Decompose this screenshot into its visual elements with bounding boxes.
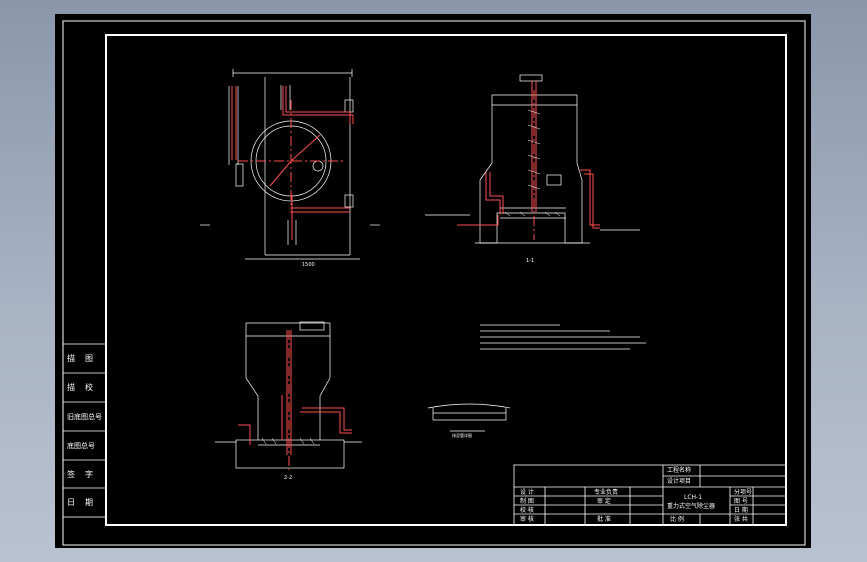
plan-dimension: 1500 — [302, 262, 315, 268]
inner-frame — [105, 34, 787, 526]
tb-design-item: 设计项目 — [667, 478, 692, 485]
section-label-1: 1-1 — [526, 258, 534, 264]
section-view-pipes — [238, 330, 352, 470]
elevation-hatch — [504, 109, 561, 217]
side-row-trace: 描 图 — [67, 354, 94, 363]
side-row-sign: 签 字 — [67, 470, 94, 479]
tb-sub-number: 分项号 — [734, 489, 753, 496]
side-row-base-no: 底图总号 — [67, 441, 95, 450]
tb-scale: 比 例 — [670, 516, 684, 523]
tb-specialty: 专业负责 — [594, 489, 619, 496]
title-block-grid — [513, 464, 787, 526]
tb-drawing-no: LCH-1 — [684, 494, 703, 501]
elevation-view — [425, 74, 640, 244]
side-row-trace-check: 描 校 — [67, 383, 94, 392]
tb-approve: 批 准 — [597, 516, 611, 523]
section-hatch — [261, 437, 315, 445]
tb-audit: 审 核 — [520, 516, 534, 523]
tb-drawing-title: 重力式空气除尘器 — [667, 503, 716, 510]
tb-check: 校 核 — [520, 507, 534, 514]
plan-view-pipes — [231, 86, 354, 240]
outer-frame — [62, 20, 806, 546]
section-view — [215, 321, 362, 469]
detail-label: 排泥管详图 — [452, 432, 472, 438]
tb-design: 设 计 — [520, 489, 534, 496]
side-table-grid — [62, 343, 107, 518]
plan-view — [200, 69, 380, 260]
tb-project-name: 工程名称 — [667, 467, 692, 474]
tb-review: 审 定 — [597, 498, 611, 505]
tb-sheet-no: 图 号 — [734, 498, 748, 505]
side-row-old-base-no: 旧底图总号 — [67, 412, 102, 421]
detail-view — [427, 403, 511, 432]
tb-date: 日 期 — [734, 507, 748, 514]
side-row-date: 日 期 — [67, 498, 94, 507]
notes-block — [480, 324, 646, 350]
drawing-sheet — [55, 14, 811, 548]
tb-sheet-count: 张 共 — [734, 516, 748, 523]
tb-drawing: 制 图 — [520, 498, 534, 505]
elevation-view-pipes — [457, 81, 600, 240]
section-label-2: 2-2 — [284, 475, 292, 481]
